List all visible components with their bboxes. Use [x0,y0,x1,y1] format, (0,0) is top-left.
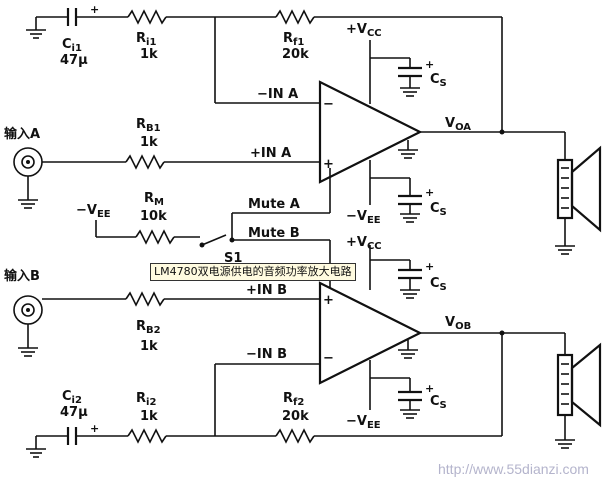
resistor-rb2 [125,291,165,307]
op-amp-a-minus: − [323,97,334,112]
capacitor-cs-b2: + [398,382,434,402]
label-rm: RM [144,191,164,208]
label-in-plus-b: +IN B [246,283,287,298]
resistor-rb1 [125,154,165,170]
label-rb1: RB1 [136,117,161,134]
watermark: http://www.55dianzi.com [438,461,589,477]
label-input-b: 输入B [4,268,40,284]
capacitor-ci2: + [66,422,99,445]
label-vob: VOB [445,315,471,332]
input-b-jack [13,295,43,325]
capacitor-ci1: + [66,3,99,26]
svg-text:+: + [425,260,434,273]
label-ri2-value: 1k [140,409,158,424]
svg-text:+: + [90,422,99,435]
ground-icon [555,439,575,449]
label-rb1-value: 1k [140,135,158,150]
speaker-b-icon [556,342,602,428]
svg-text:+: + [90,3,99,16]
switch-s1 [199,234,235,248]
capacitor-cs-a1: + [398,58,434,78]
ground-icon [398,349,418,359]
label-rf1-value: 20k [282,47,309,62]
label-rf1: Rf1 [283,31,304,48]
op-amp-a [318,80,423,184]
resistor-rf1 [275,9,315,25]
label-cs-a2: CS [430,201,447,218]
ground-icon [400,409,420,419]
label-rf2: Rf2 [283,391,304,408]
resistor-rm [135,229,175,245]
label-rb2-value: 1k [140,339,158,354]
ground-icon [400,213,420,223]
op-amp-b [318,281,423,385]
label-ci2: Ci2 [62,389,82,406]
label-cs-b1: CS [430,276,447,293]
input-a-jack [13,147,43,177]
resistor-ri2 [127,428,167,444]
label-vee-b: −VEE [346,414,381,431]
label-mute-b: Mute B [248,226,300,241]
label-ri1-value: 1k [140,47,158,62]
ground-icon [26,17,46,39]
resistor-rf2 [275,428,315,444]
label-ci1-value: 47μ [60,53,88,68]
label-input-a: 输入A [4,126,40,142]
ground-icon [18,199,38,209]
label-ci2-value: 47μ [60,405,88,420]
capacitor-cs-a2: + [398,186,434,206]
ground-icon [555,245,575,255]
op-amp-b-plus: + [323,293,334,308]
capacitor-cs-b1: + [398,260,434,280]
label-in-minus-a: −IN A [257,87,298,102]
label-mute-a: Mute A [248,197,300,212]
speaker-a-icon [556,145,602,233]
op-amp-a-plus: + [323,157,334,172]
label-voa: VOA [445,116,471,133]
label-ri2: Ri2 [136,391,156,408]
svg-text:+: + [425,382,434,395]
resistor-ri1 [127,9,167,25]
label-in-plus-a: +IN A [250,146,291,161]
label-rf2-value: 20k [282,409,309,424]
label-vee-a: −VEE [346,209,381,226]
label-ci1: Ci1 [62,37,82,54]
op-amp-b-minus: − [323,351,334,366]
ground-icon [18,347,38,357]
svg-text:+: + [425,58,434,71]
label-vcc-a: +VCC [346,22,382,39]
label-rb2: RB2 [136,319,161,336]
label-cs-b2: CS [430,394,447,411]
svg-text:+: + [425,186,434,199]
label-vcc-b: +VCC [346,235,382,252]
label-cs-a1: CS [430,72,447,89]
ground-icon [398,149,418,159]
ground-icon [26,436,46,458]
label-rm-value: 10k [140,209,167,224]
ground-icon [400,87,420,97]
label-vee-rm: −VEE [76,203,111,220]
circuit-caption: LM4780双电源供电的音频功率放大电路 [150,263,356,281]
label-s1: S1 [224,251,242,266]
label-in-minus-b: −IN B [246,347,287,362]
ground-icon [400,289,420,299]
labels: Ci1 47μ Ri1 1k Rf1 20k +VCC CS −IN A +IN… [4,22,471,431]
label-ri1: Ri1 [136,31,156,48]
